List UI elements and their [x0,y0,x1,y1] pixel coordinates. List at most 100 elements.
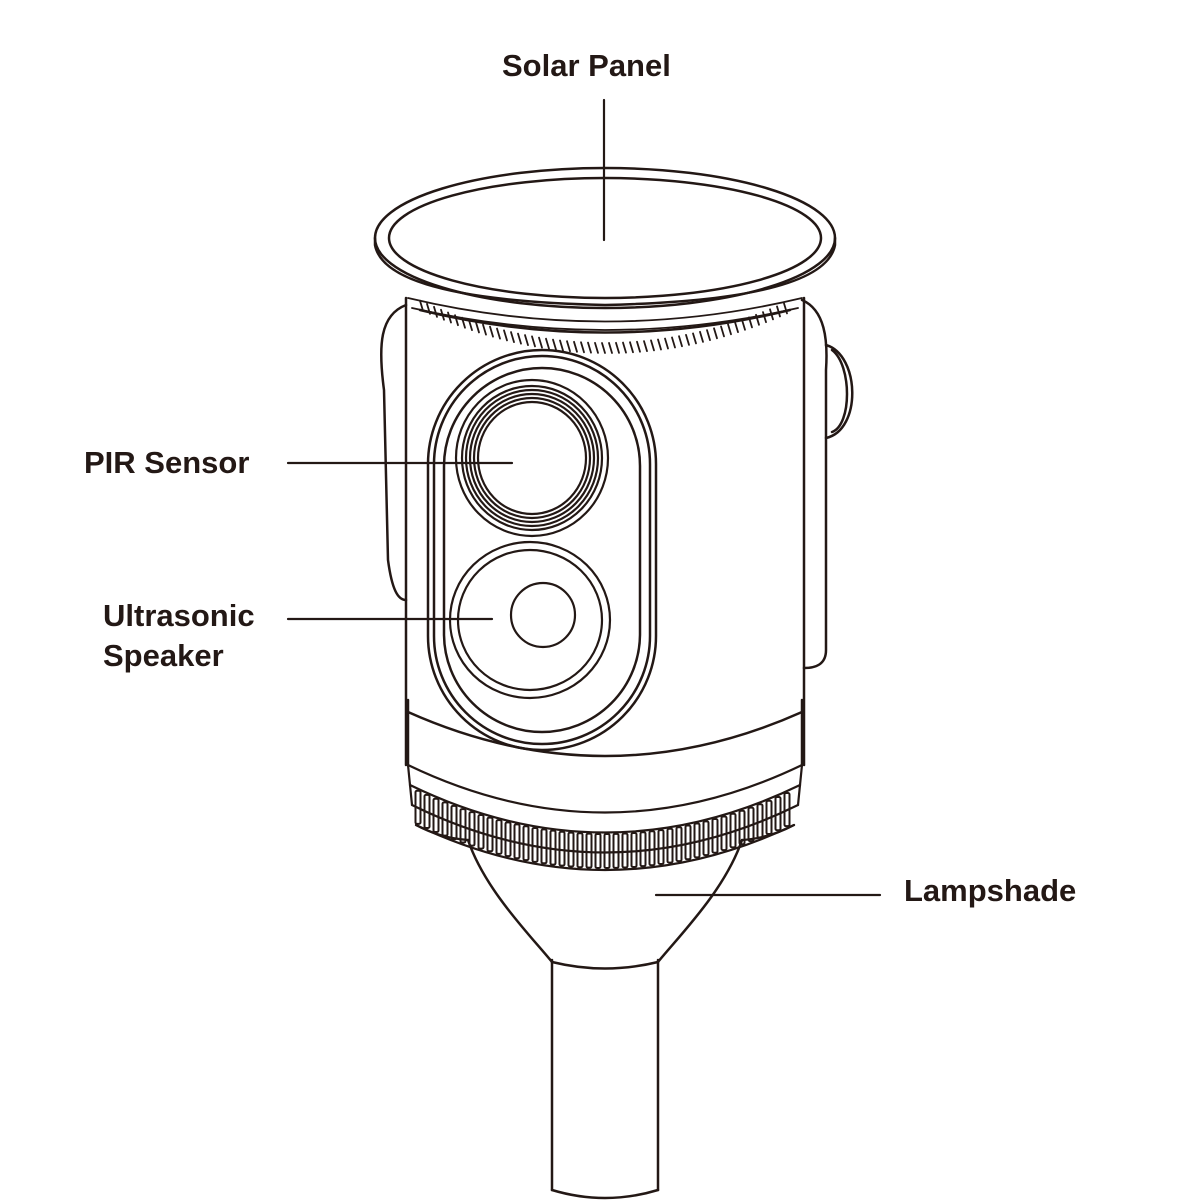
ring-rib [432,797,440,833]
rim-tick [601,342,606,354]
rim-tick [664,337,669,350]
ring-rib [711,818,719,854]
rim-texture [407,297,803,354]
rim-tick [783,302,788,315]
rim-tick [671,336,676,349]
rim-tick [517,332,522,345]
rim-tick [461,316,466,329]
ring-rib [738,809,746,846]
rim-tick [741,318,746,331]
rim-tick [559,339,564,352]
ring-rib [630,831,638,868]
rim-tick [510,331,515,343]
rim-tick [692,332,697,345]
ring-rib [765,799,773,836]
rim-tick [615,341,620,354]
ring-rib [576,832,584,869]
rim-tick [538,336,543,349]
ring-rib [657,829,665,866]
rim-tick [706,329,711,342]
rim-tick [440,308,445,321]
ring-rib [603,832,611,869]
rim-tick [713,327,718,340]
rim-tick [531,335,536,348]
rim-tick [503,329,508,342]
lampshade-label: Lampshade [904,873,1077,908]
rim-tick [678,335,683,348]
lower-band [406,698,804,767]
ring-rib [621,832,629,869]
ring-rib [450,804,458,841]
ring-rib [459,808,467,844]
ring-rib [558,830,566,867]
rim-tick [489,325,494,338]
rim-ticks [419,299,788,354]
ring-rib [504,821,512,858]
rim-tick [426,302,431,315]
ring-rib [531,826,539,863]
ring-rib [693,822,701,859]
rim-tick [650,339,655,352]
rim-tick [482,323,487,336]
rim-tick [762,311,767,324]
rim-tick [475,321,480,334]
ring-rib [783,792,791,828]
ring-rib [567,831,575,868]
ring-rib [486,816,494,853]
rim-tick [636,340,641,353]
rim-tick [545,337,550,350]
rim-tick [447,311,452,324]
ring-rib [675,826,683,863]
ring-rib [684,824,692,861]
ring-rib [585,832,593,869]
ring-rib [612,832,620,869]
rim-tick [496,327,501,340]
ring-rib [594,832,602,869]
rim-tick [454,314,459,327]
solar-panel-label: Solar Panel [502,48,671,83]
ring-rib [477,813,485,850]
rim-tick [524,334,529,346]
rim-tick [699,330,704,343]
rim-tick [685,333,690,346]
rim-tick [433,305,438,318]
ring-rib [666,827,674,864]
ring-rib [729,812,737,849]
ultrasonic-speaker-label: Ultrasonic Speaker [103,596,255,676]
ring-rib [774,796,782,832]
ultrasonic-speaker-label-line2: Speaker [103,638,224,673]
rim-tick [657,338,662,351]
ring-ribs [414,789,791,869]
ring-rib [648,830,656,867]
ring-rib [540,828,548,865]
left-side-tab [379,303,408,602]
rim-tick [622,341,627,354]
pir-sensor-lens [454,378,610,538]
sensor-capsule [426,348,658,752]
rim-tick [629,341,634,354]
rim-tick [727,323,732,336]
ring-rib [522,825,530,862]
rim-tick [419,299,424,312]
ultrasonic-speaker-label-line1: Ultrasonic [103,598,255,633]
ribbed-ring [406,763,804,871]
rim-tick [755,313,760,326]
ring-rib [423,793,431,830]
leader-lines [286,98,882,897]
ring-rib [468,811,476,847]
rim-tick [580,341,585,354]
ring-rib [702,820,710,857]
rim-tick [776,305,781,318]
ring-rib [549,829,557,866]
rim-tick [468,319,473,332]
pole [550,958,660,1200]
rim-tick [748,316,753,329]
rim-tick [552,338,557,351]
ring-rib [639,831,647,868]
rim-tick [720,325,725,338]
ring-rib [495,819,503,855]
rim-tick [566,340,571,353]
rim-tick [734,321,739,334]
